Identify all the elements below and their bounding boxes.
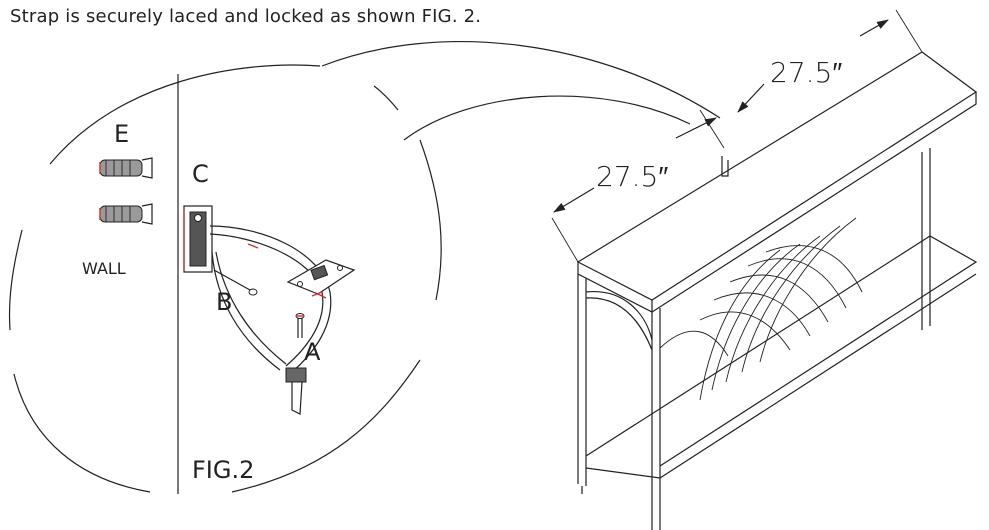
screw-b-icon (213, 269, 258, 296)
detail-circle (8, 64, 442, 493)
table-clip-plate-icon (286, 259, 356, 297)
screw-a-icon (295, 313, 305, 338)
part-label-c: C (192, 160, 209, 188)
wall-bracket-icon (183, 205, 213, 273)
dimension-label-right: 27.5″ (770, 56, 842, 89)
dimension-label-left: 27.5″ (596, 160, 668, 193)
wall-anchor-icon (99, 203, 153, 225)
strap-lock-icon (285, 367, 307, 415)
part-label-e: E (114, 120, 129, 148)
console-table-illustration (576, 51, 978, 530)
figure-title: FIG.2 (192, 456, 254, 484)
wall-anchor-icon (99, 157, 153, 179)
dimension-left (551, 109, 725, 263)
wall-label: WALL (82, 259, 126, 278)
dimension-right (737, 9, 923, 113)
detail-connector-arcs (321, 41, 721, 141)
part-label-b: B (216, 288, 232, 316)
part-label-a: A (304, 338, 321, 366)
instruction-text: Strap is securely laced and locked as sh… (10, 6, 482, 27)
